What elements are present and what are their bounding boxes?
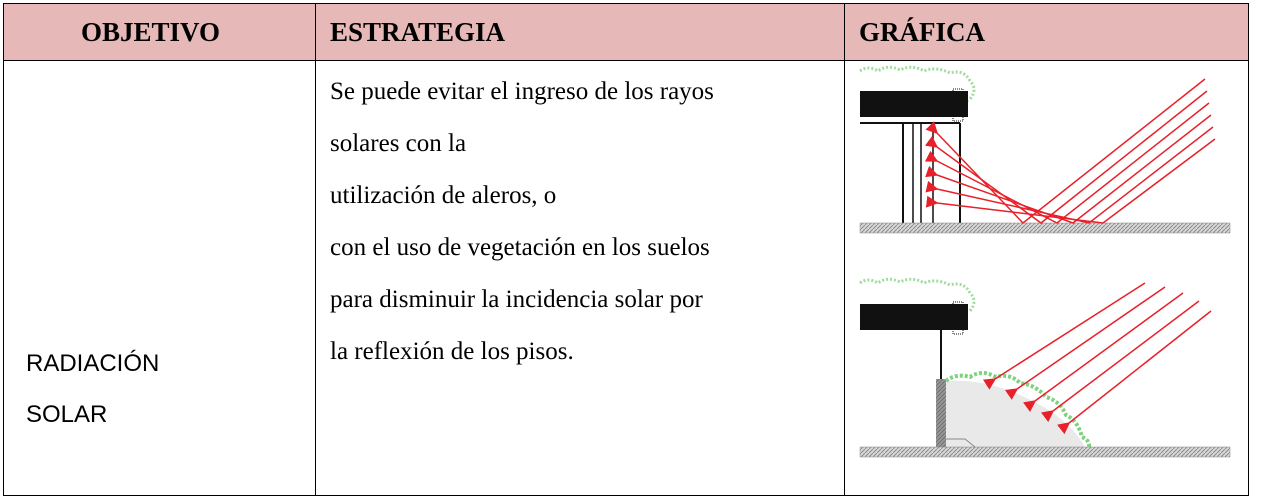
- strategy-line: solares con la: [330, 130, 467, 157]
- diagram-vegetation: [859, 277, 1231, 458]
- header-grafica: GRÁFICA: [844, 3, 1249, 61]
- vegetation-icon: [859, 65, 976, 103]
- graphic-cell: [844, 60, 1249, 496]
- vegetated-slope: [946, 380, 1085, 447]
- header-objetivo: OBJETIVO: [3, 3, 316, 61]
- solar-diagram-figure: [859, 65, 1231, 458]
- header-estrategia: ESTRATEGIA: [315, 3, 845, 61]
- table-row: RADIACIÓN SOLAR Se puede evitar el ingre…: [3, 60, 1249, 496]
- strategy-cell: Se puede evitar el ingreso de los rayos …: [315, 60, 845, 496]
- strategy-line: utilización de aleros, o: [330, 182, 557, 209]
- ground-floor: [859, 446, 1231, 458]
- overhang-slab: [860, 91, 968, 117]
- objective-cell: RADIACIÓN SOLAR: [3, 60, 316, 496]
- strategy-table: OBJETIVO ESTRATEGIA GRÁFICA RADIACIÓN SO…: [3, 3, 1249, 496]
- objective-text: RADIACIÓN SOLAR: [26, 338, 315, 440]
- diagram-overhang: [859, 65, 1231, 234]
- objective-line: SOLAR: [26, 401, 108, 428]
- table-header-row: OBJETIVO ESTRATEGIA GRÁFICA: [3, 3, 1249, 61]
- vegetation-icon: [944, 371, 1092, 452]
- objective-line: RADIACIÓN: [26, 350, 160, 377]
- strategy-line: con el uso de vegetación en los suelos: [330, 234, 710, 261]
- overhang-slab: [860, 304, 968, 330]
- strategy-text: Se puede evitar el ingreso de los rayos …: [330, 66, 836, 378]
- strategy-line: para disminuir la incidencia solar por: [330, 286, 703, 313]
- ground-floor: [859, 222, 1231, 234]
- strategy-line: la reflexión de los pisos.: [330, 338, 574, 365]
- strategy-line: Se puede evitar el ingreso de los rayos: [330, 78, 714, 105]
